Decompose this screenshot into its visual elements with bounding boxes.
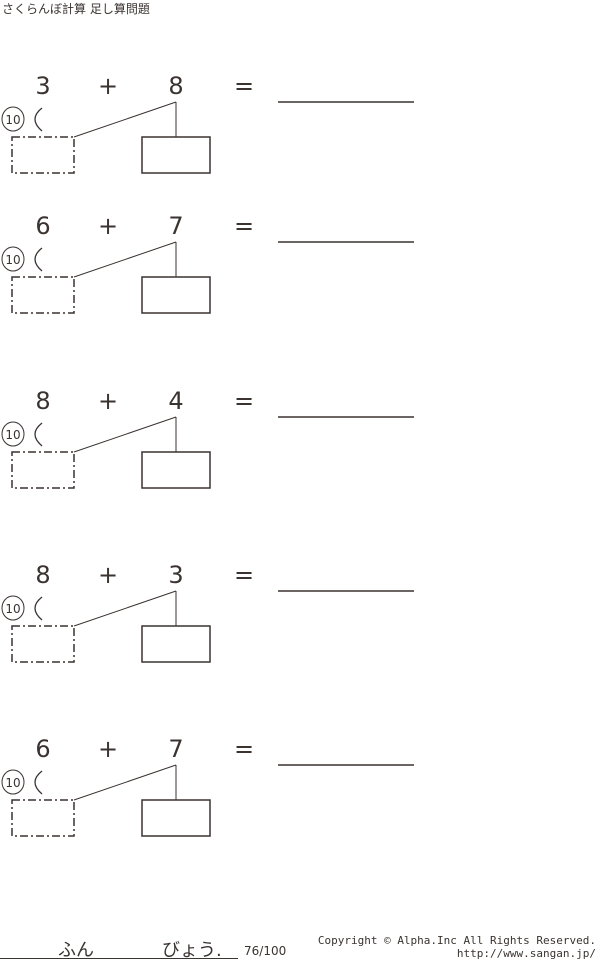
ten-label: 10 [5, 113, 20, 127]
equals-sign: = [233, 72, 255, 100]
minutes-label: ふん [58, 940, 94, 961]
plus-sign: + [97, 72, 119, 100]
ten-label: 10 [5, 776, 20, 790]
bracket-icon [34, 770, 43, 795]
branch-line [73, 416, 177, 453]
addend-b: 3 [168, 561, 184, 589]
addend-a: 8 [35, 561, 51, 589]
cherry-diagram: 10 [1, 241, 414, 314]
plus-sign: + [97, 561, 119, 589]
dashed-answer-box[interactable] [11, 799, 75, 837]
copyright-text: Copyright © Alpha.Inc All Rights Reserve… [317, 934, 596, 947]
equals-sign: = [233, 561, 255, 589]
answer-box[interactable] [141, 276, 211, 314]
ten-label: 10 [5, 602, 20, 616]
branch-line [73, 764, 177, 801]
ten-circle [1, 246, 25, 272]
bracket-icon [34, 422, 43, 447]
addend-b: 8 [168, 72, 184, 100]
ten-label: 10 [5, 253, 20, 267]
addend-b: 7 [168, 735, 184, 763]
bracket-icon [34, 247, 43, 272]
ten-circle [1, 595, 25, 621]
answer-box[interactable] [141, 799, 211, 837]
bracket-icon [34, 107, 43, 132]
cherry-diagram: 10 [1, 590, 414, 663]
addend-a: 6 [35, 212, 51, 240]
dashed-answer-box[interactable] [11, 451, 75, 489]
addend-b: 7 [168, 212, 184, 240]
dashed-answer-box[interactable] [11, 625, 75, 663]
cherry-diagram: 10 [1, 416, 414, 489]
cherry-diagram: 10 [1, 764, 414, 837]
addend-a: 6 [35, 735, 51, 763]
addend-a: 3 [35, 72, 51, 100]
equals-sign: = [233, 735, 255, 763]
problem: 8 + 3 = 10 [0, 561, 600, 675]
plus-sign: + [97, 212, 119, 240]
cherry-diagram: 10 [1, 101, 414, 174]
equals-sign: = [233, 212, 255, 240]
problem: 6 + 7 = 10 [0, 212, 600, 326]
copyright: Copyright © Alpha.Inc All Rights Reserve… [318, 934, 596, 960]
site-url: http://www.sangan.jp/ [456, 947, 596, 960]
ten-circle [1, 106, 25, 132]
problem: 3 + 8 = 10 [0, 72, 600, 186]
plus-sign: + [97, 735, 119, 763]
answer-box[interactable] [141, 625, 211, 663]
answer-box[interactable] [141, 451, 211, 489]
dashed-answer-box[interactable] [11, 136, 75, 174]
score: 76/100 [244, 944, 287, 958]
branch-line [73, 101, 177, 138]
equals-sign: = [233, 387, 255, 415]
addend-a: 8 [35, 387, 51, 415]
branch-line [73, 590, 177, 627]
plus-sign: + [97, 387, 119, 415]
answer-box[interactable] [141, 136, 211, 174]
ten-circle [1, 769, 25, 795]
problem: 8 + 4 = 10 [0, 387, 600, 501]
ten-label: 10 [5, 428, 20, 442]
time-underline [0, 958, 238, 959]
problem: 6 + 7 = 10 [0, 735, 600, 849]
dashed-answer-box[interactable] [11, 276, 75, 314]
bracket-icon [34, 596, 43, 621]
branch-line [73, 241, 177, 278]
worksheet-title: さくらんぼ計算 足し算問題 [2, 2, 150, 16]
addend-b: 4 [168, 387, 184, 415]
ten-circle [1, 421, 25, 447]
seconds-label: びょう. [162, 940, 222, 961]
